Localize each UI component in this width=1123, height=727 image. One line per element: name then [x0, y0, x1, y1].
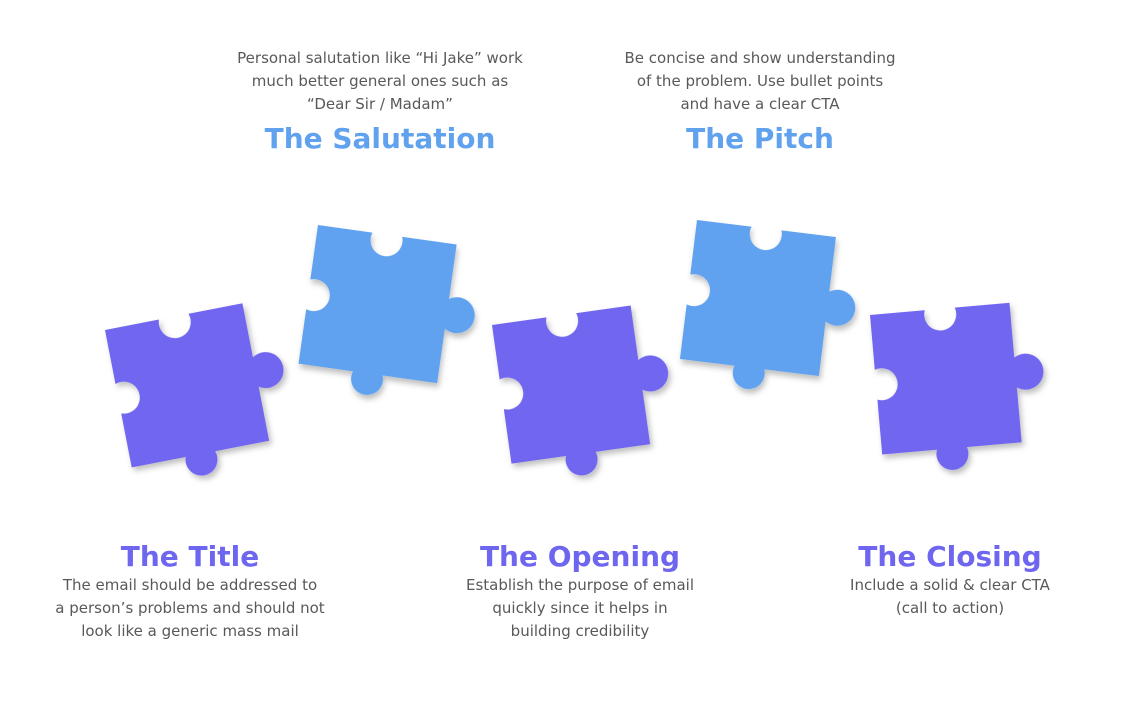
step-opening-description: Establish the purpose of email quickly s… — [466, 576, 694, 640]
step-salutation-title: The Salutation — [264, 122, 496, 155]
step-pitch: Be concise and show understanding of the… — [570, 47, 950, 156]
step-closing: The Closing Include a solid & clear CTA … — [800, 540, 1100, 620]
puzzle-piece-pitch — [677, 220, 864, 401]
step-salutation: Personal salutation like “Hi Jake” work … — [185, 47, 575, 156]
puzzle-piece-salutation — [295, 225, 485, 409]
step-opening: The Opening Establish the purpose of ema… — [420, 540, 740, 643]
step-pitch-description: Be concise and show understanding of the… — [624, 49, 896, 113]
step-opening-title: The Opening — [479, 540, 681, 573]
step-closing-title: The Closing — [858, 540, 1042, 573]
step-salutation-description: Personal salutation like “Hi Jake” work … — [237, 49, 523, 113]
step-pitch-title: The Pitch — [686, 122, 834, 155]
step-title: The Title The email should be addressed … — [15, 540, 365, 643]
step-closing-description: Include a solid & clear CTA (call to act… — [850, 576, 1050, 617]
puzzle-piece-title — [105, 297, 301, 489]
step-title-title: The Title — [120, 540, 260, 573]
puzzle-piece-closing — [870, 300, 1052, 476]
puzzle-piece-opening — [492, 301, 681, 485]
step-title-description: The email should be addressed to a perso… — [55, 576, 325, 640]
